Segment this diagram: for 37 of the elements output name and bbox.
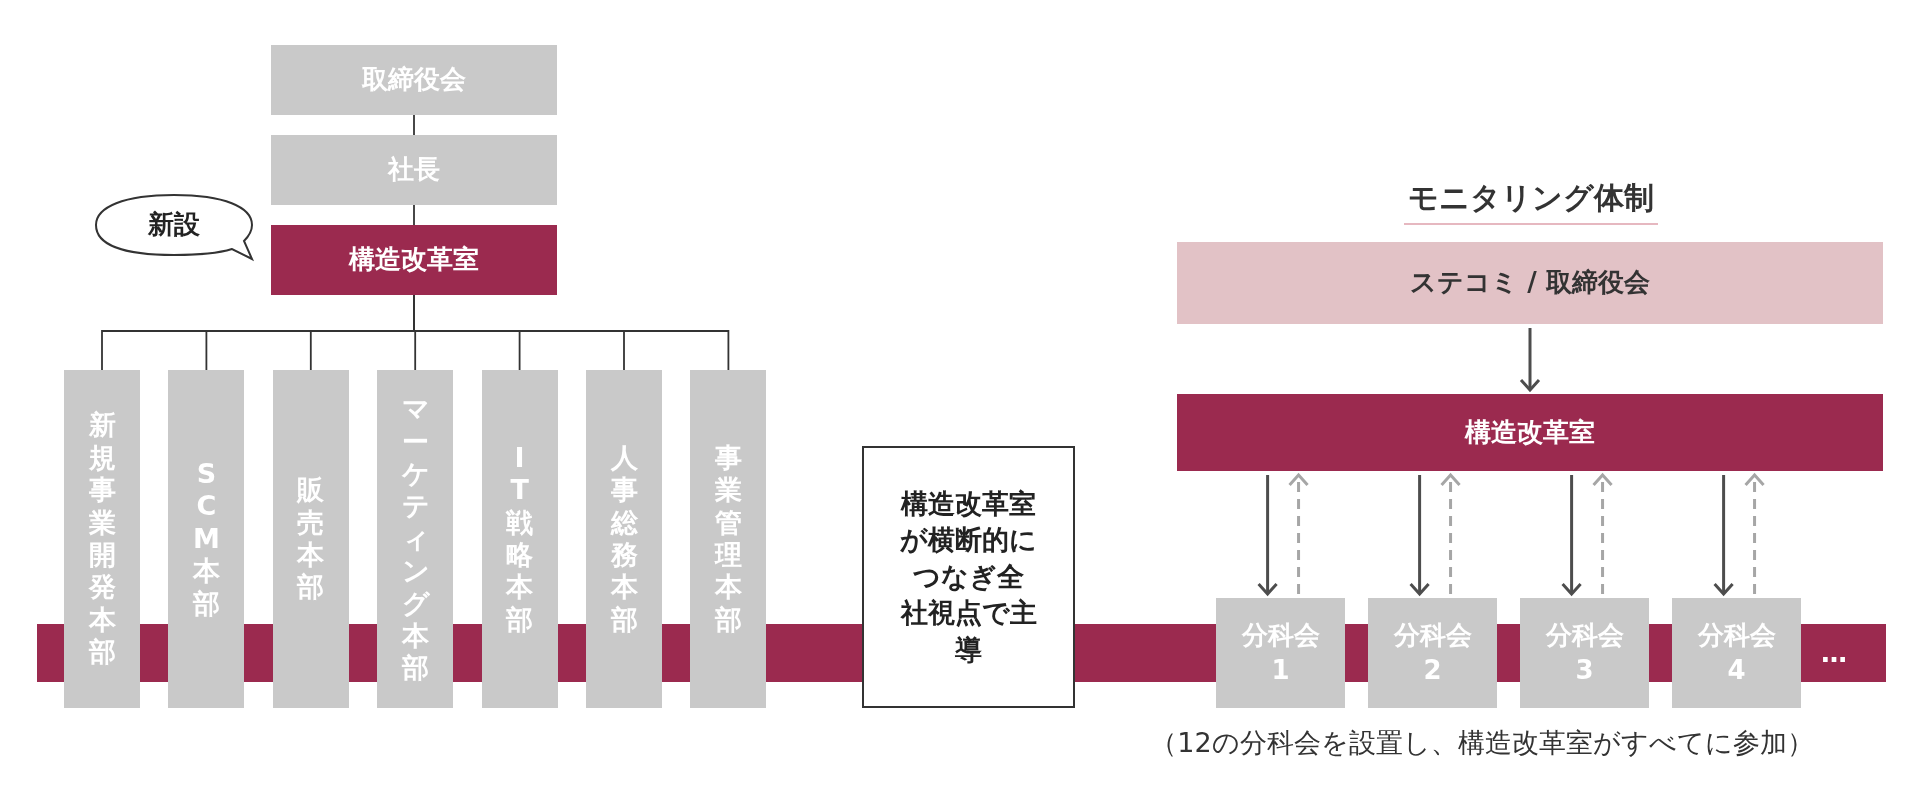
arrow — [1744, 473, 1766, 594]
subcommittee-box — [1672, 598, 1801, 708]
subcommittee-box — [1520, 598, 1649, 708]
department-box — [377, 370, 454, 708]
arrow — [1592, 473, 1614, 594]
department-box — [690, 370, 767, 708]
connector-line — [413, 204, 415, 226]
department-box — [481, 370, 558, 708]
arrow — [1288, 473, 1310, 594]
arrow — [1257, 475, 1279, 596]
box-label: 構造改革室 — [349, 243, 479, 277]
department-box — [64, 370, 140, 708]
subcommittee-box — [1216, 598, 1345, 708]
department-box — [272, 370, 349, 708]
connector-line — [413, 114, 415, 136]
subcommittee-box — [1368, 598, 1497, 708]
caption: （12の分科会を設置し、構造改革室がすべてに参加） — [1150, 726, 1814, 760]
box-label: 構造改革室が横断的につなぎ全社視点で主導 — [900, 486, 1037, 667]
org-box — [271, 135, 557, 205]
speech-bubble — [94, 193, 254, 263]
ellipsis-label: … — [1821, 638, 1847, 668]
arrow — [1409, 475, 1431, 596]
highlight-box — [271, 225, 557, 295]
arrow — [1519, 328, 1541, 392]
arrow — [1440, 473, 1462, 594]
highlight-box — [1177, 394, 1883, 471]
arrow — [1561, 475, 1583, 596]
department-box — [586, 370, 662, 708]
department-box — [168, 370, 245, 708]
box-label: 構造改革室 — [1465, 415, 1595, 449]
arrow — [1713, 475, 1735, 596]
box-label: 新設 — [148, 208, 200, 242]
section-title: モニタリング体制 — [1404, 178, 1658, 225]
note-box — [862, 446, 1075, 708]
committee-box — [1177, 242, 1883, 324]
box-label: ステコミ / 取締役会 — [1410, 266, 1650, 300]
org-box — [271, 45, 557, 115]
